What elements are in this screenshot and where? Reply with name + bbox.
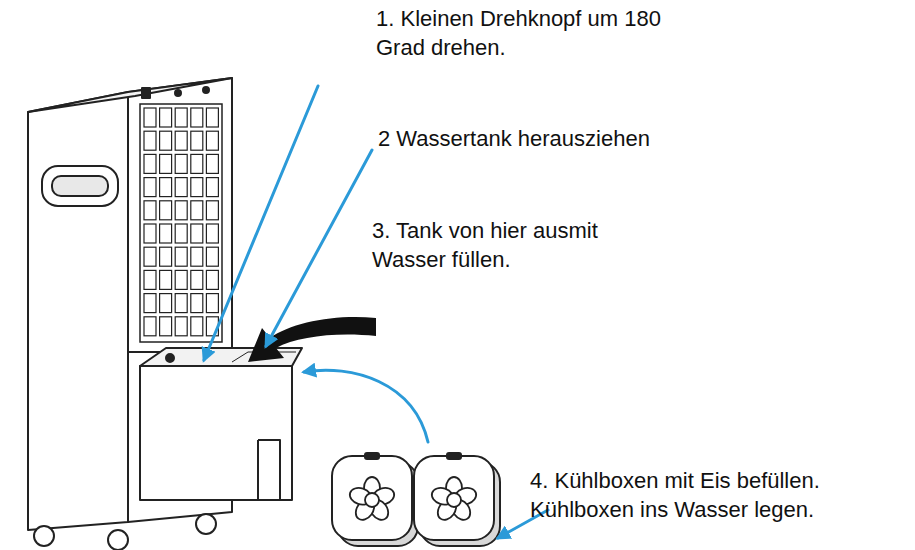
wheel [34,526,54,546]
ice-pack-face [414,456,494,540]
grille-slot [144,178,156,197]
grille-slot [206,178,218,197]
grille-frame [140,104,222,342]
grille-slot [144,201,156,220]
ice-pack-cap [364,452,380,460]
ice-packs [332,452,500,546]
grille-slot [144,154,156,173]
grille-cells [144,108,218,336]
grille-slot [191,154,203,173]
grille-slot [160,108,172,127]
ice-pack [414,452,500,546]
grille-slot [175,317,187,336]
grille-slot [160,131,172,150]
grille-slot [175,270,187,289]
step-label: 3. Tank von hier ausmit Wasser füllen. [372,216,652,274]
grille-slot [175,201,187,220]
water-tank [140,348,302,500]
grille-slot [191,270,203,289]
grille-slot [206,154,218,173]
step-label: 4. Kühlboxen mit Eis befüllen. Kühlboxen… [530,466,902,524]
grille-slot [191,294,203,313]
front-grille [140,104,222,342]
ice-pack-face [332,456,412,540]
grille-slot [160,224,172,243]
grille-slot [206,201,218,220]
tank-notch [258,440,280,500]
drain-knob [166,354,174,362]
grille-slot [191,131,203,150]
grille-slot [206,247,218,266]
ice-pack-cap [446,452,462,460]
handle-grip [52,176,108,196]
tank-front [140,366,292,500]
leader-arrow [266,150,372,346]
grille-slot [206,294,218,313]
grille-slot [175,154,187,173]
grille-slot [191,108,203,127]
grille-slot [191,201,203,220]
grille-slot [175,108,187,127]
grille-slot [144,270,156,289]
fill-arrow [248,317,376,362]
grille-slot [144,294,156,313]
flower-center [447,493,461,507]
grille-slot [206,270,218,289]
control-button [142,88,150,98]
grille-slot [160,270,172,289]
grille-slot [175,131,187,150]
grille-slot [191,224,203,243]
grille-slot [160,178,172,197]
wheel [108,530,128,550]
ice-pack [332,452,418,546]
control-knob [203,87,209,93]
grille-slot [144,224,156,243]
grille-slot [144,131,156,150]
leader-arrow [304,370,428,442]
control-knob [175,90,181,96]
grille-slot [191,247,203,266]
grille-slot [191,317,203,336]
leader-arrow [204,86,318,360]
grille-slot [175,224,187,243]
flower-emblem [430,477,479,523]
grille-slot [206,131,218,150]
wheels [34,514,216,550]
grille-slot [144,317,156,336]
step-label: 2 Wassertank herausziehen [378,124,650,153]
leader-arrows [204,86,548,538]
grille-slot [206,224,218,243]
grille-slot [191,178,203,197]
grille-slot [160,317,172,336]
grille-slot [175,247,187,266]
side-panel [28,92,128,530]
grille-slot [144,247,156,266]
grille-slot [144,108,156,127]
grille-slot [160,294,172,313]
grille-slot [206,108,218,127]
grille-slot [160,247,172,266]
handle-slot [42,166,118,206]
grille-slot [160,201,172,220]
grille-slot [175,294,187,313]
wheel [196,514,216,534]
grille-slot [160,154,172,173]
grille-slot [175,178,187,197]
flower-emblem [348,477,397,523]
step-label: 1. Kleinen Drehknopf um 180 Grad drehen. [376,4,696,62]
front-panel [128,78,232,352]
flower-center [365,493,379,507]
